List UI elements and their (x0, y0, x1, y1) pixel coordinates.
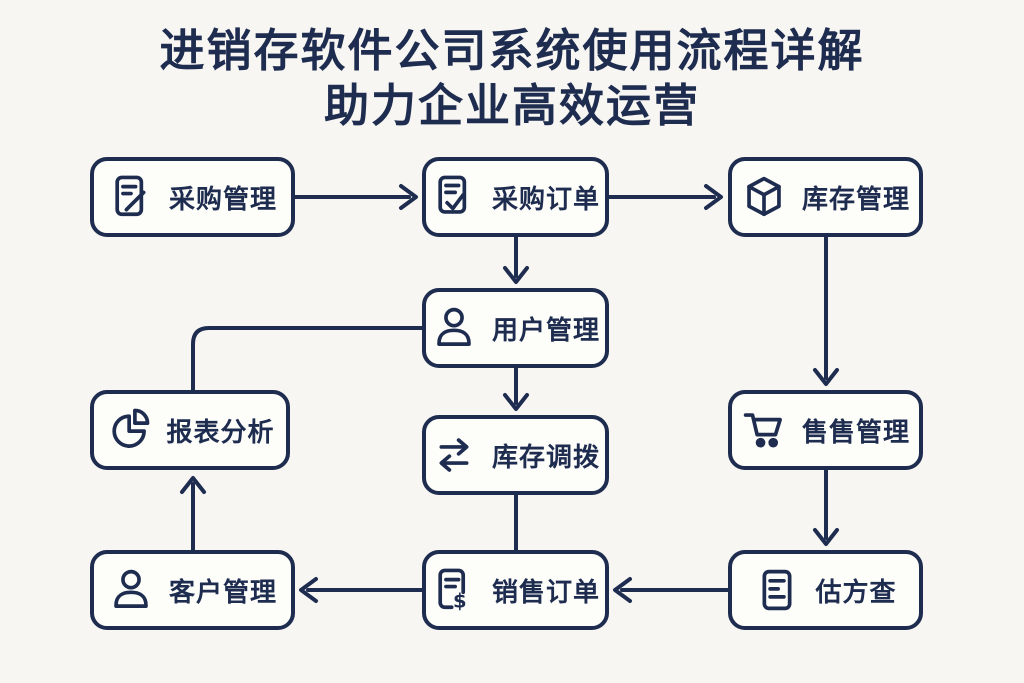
node-label: 采购订单 (491, 184, 600, 215)
arrowhead-down-icon (503, 393, 529, 411)
document-lines-icon (762, 569, 792, 611)
arrowhead-left-icon (299, 577, 318, 603)
shopping-cart-icon (743, 413, 782, 448)
arrowhead-right-icon (399, 184, 418, 210)
node-report-analysis: 报表分析 (90, 390, 290, 470)
node-customer-management: 客户管理 (90, 550, 295, 630)
node-label: 估方查 (815, 577, 897, 608)
node-label: 客户管理 (168, 577, 277, 608)
node-label: 售售管理 (801, 417, 910, 448)
node-inventory-management: 库存管理 (728, 157, 923, 237)
edge-user-to-report (191, 326, 424, 392)
node-label: 用户管理 (491, 315, 600, 346)
edit-document-icon (115, 175, 146, 217)
pie-chart-icon (112, 408, 150, 448)
node-sales-management: 售售管理 (728, 390, 923, 470)
arrowhead-down-icon (813, 368, 839, 386)
document-check-icon (438, 175, 467, 214)
node-label: 销售订单 (491, 577, 600, 608)
transfer-arrows-icon (439, 438, 469, 472)
arrowhead-down-icon (813, 528, 839, 546)
node-label: 采购管理 (168, 184, 277, 215)
arrowhead-left-icon (613, 577, 632, 603)
arrowhead-right-icon (704, 184, 723, 210)
arrowhead-up-icon (180, 476, 206, 494)
cube-icon (747, 176, 781, 217)
page-title: 进销存软件公司系统使用流程详解 助力企业高效运营 (0, 24, 1024, 134)
title-line-2: 助力企业高效运营 (323, 78, 700, 132)
title-line-1: 进销存软件公司系统使用流程详解 (159, 24, 865, 77)
node-sales-order: $ 销售订单 (422, 550, 609, 630)
node-inventory-transfer: 库存调拨 (422, 415, 609, 495)
node-purchase-management: 采购管理 (90, 157, 295, 237)
document-dollar-icon: $ (438, 568, 467, 612)
node-label: 报表分析 (166, 417, 275, 448)
node-purchase-order: 采购订单 (422, 157, 609, 237)
person-icon (114, 569, 148, 608)
svg-text:$: $ (453, 589, 467, 612)
node-label: 库存调拨 (491, 442, 600, 473)
arrowhead-down-icon (503, 266, 529, 284)
node-label: 库存管理 (801, 184, 910, 215)
node-user-management: 用户管理 (422, 288, 609, 368)
person-icon (437, 307, 471, 346)
node-quote-check: 估方查 (728, 550, 923, 630)
